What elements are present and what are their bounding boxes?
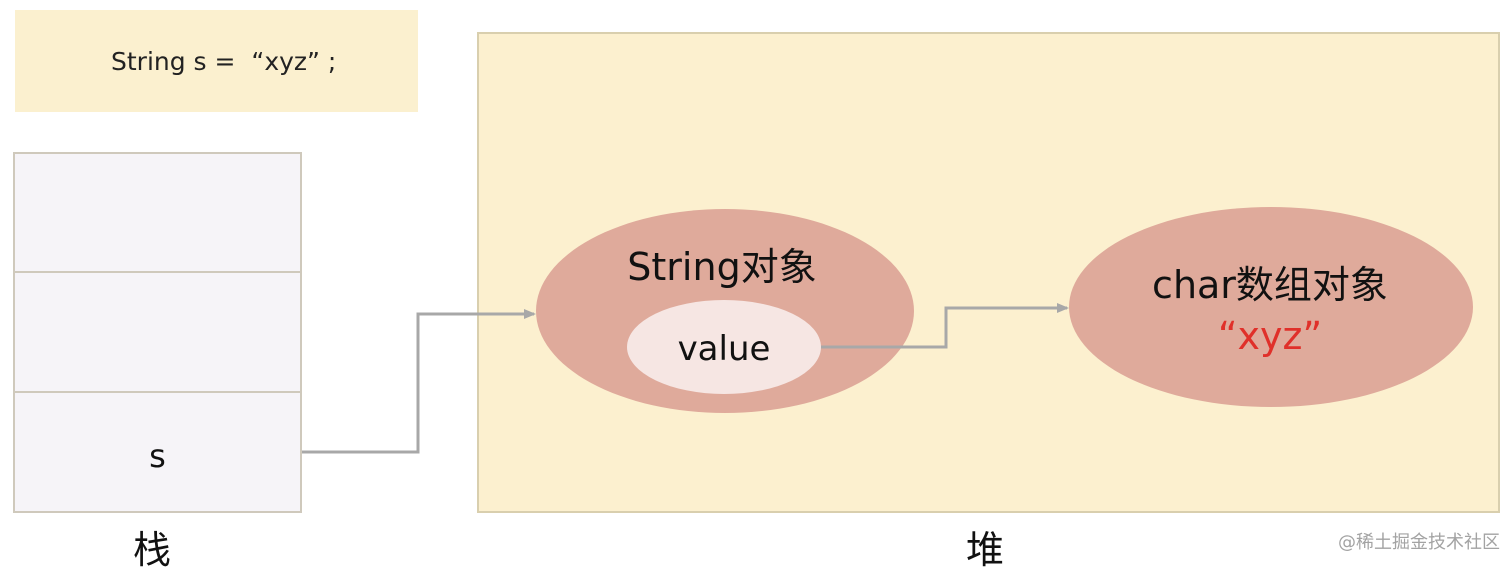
char-array-value-label: “xyz” [1218,314,1322,358]
reference-arrow-s-to-string [302,309,536,454]
watermark: @稀土掘金技术社区 [1338,532,1500,553]
stack-slot [15,154,300,273]
string-object-label: String对象 [627,245,816,289]
code-line: String s = “xyz” ; [111,46,337,76]
char-array-object-ellipse [1069,207,1473,407]
stack-caption: 栈 [133,528,172,572]
code-snippet-box: String s = “xyz” ; [15,10,418,112]
stack-frame: s [13,152,302,513]
char-array-object-label: char数组对象 [1152,263,1388,307]
stack-variable-label: s [149,437,166,475]
heap-caption: 堆 [966,528,1005,572]
stack-slot [15,273,300,393]
reference-arrow-value-to-char-array [821,303,1069,349]
value-field-label: value [678,329,771,369]
value-field-ellipse [627,300,821,394]
stack-slot-s: s [15,393,300,511]
